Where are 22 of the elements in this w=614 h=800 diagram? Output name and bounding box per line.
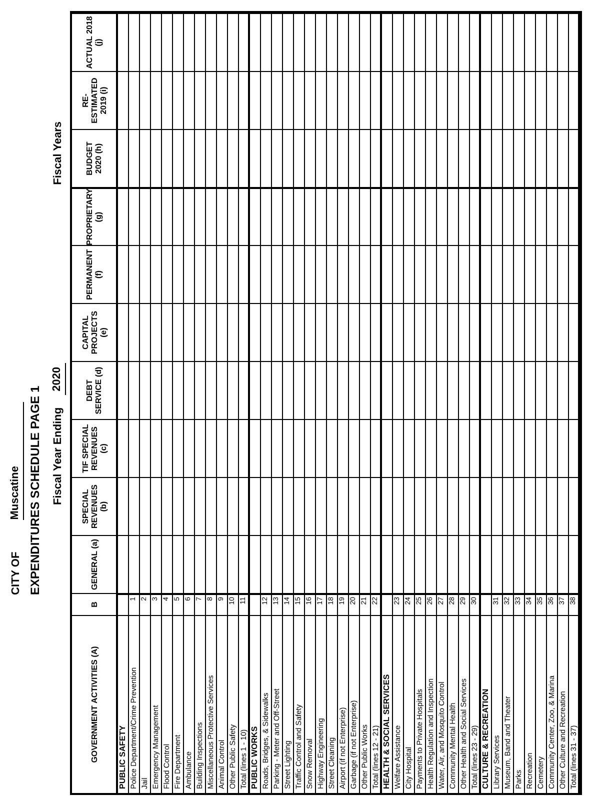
- city-name: Muscatine: [6, 402, 24, 520]
- column-header: SPECIAL REVENUES (b): [72, 477, 118, 535]
- section-heading: PUBLIC SAFETY: [118, 615, 129, 793]
- fiscal-years-heading: Fiscal Years: [50, 121, 64, 185]
- column-header: CAPITAL PROJECTS (e): [72, 303, 118, 361]
- column-header: B: [72, 593, 118, 615]
- section-heading: PUBLIC WORKS: [250, 615, 261, 793]
- column-header: DEBT SERVICE (d): [72, 361, 118, 419]
- schedule-title: EXPENDITURES SCHEDULE PAGE 1: [27, 386, 43, 595]
- city-label: CITY OF: [8, 552, 22, 595]
- column-header: PERMANENT (f): [72, 245, 118, 303]
- column-header: GENERAL (a): [72, 535, 118, 593]
- column-header: ACTUAL 2018 (j): [72, 13, 118, 71]
- fiscal-year-label: Fiscal Year Ending: [50, 407, 64, 505]
- section-heading: CULTURE & RECREATION: [481, 615, 492, 793]
- column-header: GOVERNMENT ACTIVITIES (A): [72, 615, 118, 793]
- column-header: PROPRIETARY (g): [72, 187, 118, 245]
- column-header: TIF SPECIAL REVENUES (c): [72, 419, 118, 477]
- fiscal-year-value: 2020: [48, 362, 66, 396]
- column-header: RE-ESTIMATED 2019 (i): [72, 71, 118, 129]
- section-heading: HEALTH & SOCIAL SERVICES: [382, 615, 393, 793]
- column-header: BUDGET 2020 (h): [72, 129, 118, 187]
